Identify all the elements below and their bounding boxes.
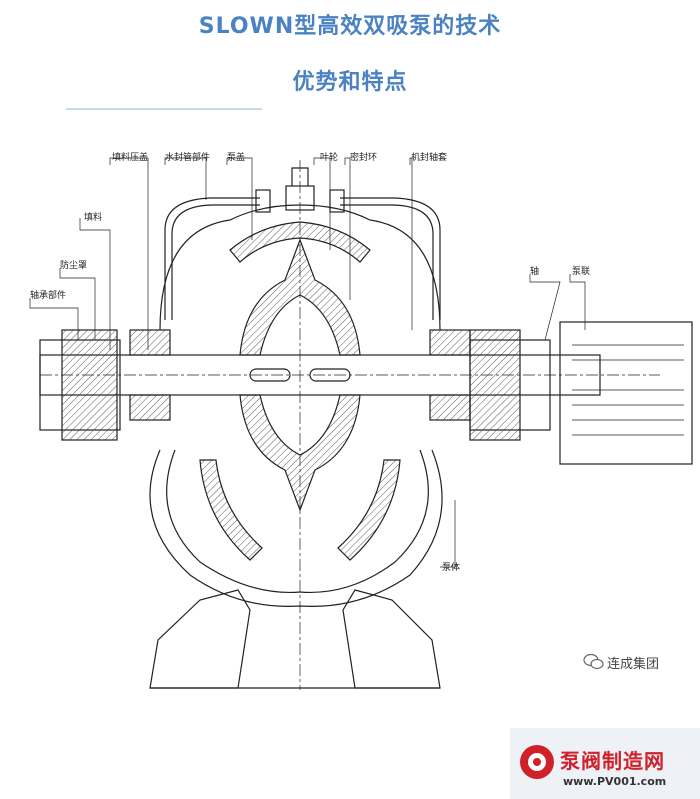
title-divider bbox=[66, 108, 262, 110]
logo-name: 泵阀制造网 bbox=[560, 749, 665, 773]
page-subtitle: 优势和特点 bbox=[292, 70, 408, 95]
page-title: SLOWN型高效双吸泵的技术 bbox=[198, 14, 502, 39]
base-foot-right bbox=[342, 589, 441, 689]
label-seal-ring: 密封环 bbox=[350, 151, 377, 163]
pump-cross-section-diagram: 填料压盖 水封管部件 泵盖 叶轮 密封环 机封轴套 填料 防尘罩 轴承部件 轴 … bbox=[29, 151, 693, 690]
logo-url[interactable]: www.PV001.com bbox=[563, 775, 667, 788]
label-packing: 填料 bbox=[84, 211, 102, 223]
label-mech-seal-sleeve: 机封轴套 bbox=[411, 151, 447, 163]
label-coupling: 泵联 bbox=[572, 266, 590, 277]
label-packing-gland: 填料压盖 bbox=[112, 151, 148, 163]
label-shaft: 轴 bbox=[530, 265, 539, 277]
water-seal-pipe-right bbox=[340, 197, 441, 320]
label-impeller: 叶轮 bbox=[320, 151, 338, 163]
wechat-icon bbox=[583, 653, 604, 670]
water-seal-pipe-left bbox=[164, 197, 260, 320]
label-pump-cover: 泵盖 bbox=[227, 151, 245, 163]
coupling bbox=[559, 321, 693, 465]
label-water-seal-pipe: 水封管部件 bbox=[165, 151, 210, 163]
base-foot-left bbox=[149, 589, 251, 689]
label-dust-cover: 防尘罩 bbox=[60, 259, 87, 271]
watermark-text: 连成集团 bbox=[607, 657, 660, 672]
impeller bbox=[239, 238, 361, 356]
logo-icon bbox=[520, 745, 554, 779]
label-bearing-parts: 轴承部件 bbox=[30, 289, 66, 301]
valve-left bbox=[255, 189, 271, 213]
label-pump-body: 泵体 bbox=[442, 561, 460, 573]
